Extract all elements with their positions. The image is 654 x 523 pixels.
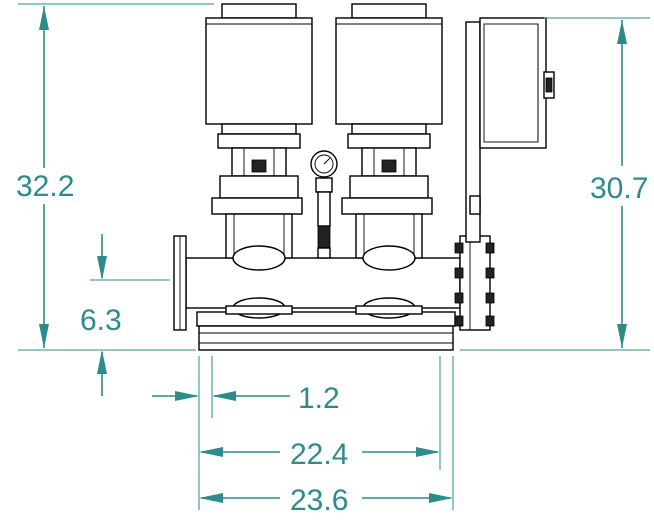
dim-label-overall-height-left: 32.2 — [16, 170, 74, 203]
dim-label-overall-width: 23.6 — [290, 484, 348, 517]
pump-unit-left — [205, 3, 313, 319]
control-panel — [465, 17, 555, 243]
dimension-lines — [18, 3, 650, 510]
manifold-pipe — [173, 235, 495, 331]
pump-unit-right — [335, 3, 443, 319]
dim-label-inlet-height: 6.3 — [80, 304, 122, 337]
dim-label-offset: 1.2 — [298, 382, 340, 415]
dim-label-overall-height-right: 30.7 — [590, 172, 648, 205]
dim-label-base-width: 22.4 — [290, 438, 348, 471]
pump-assembly — [173, 3, 555, 351]
base-frame — [196, 311, 456, 351]
pressure-gauge — [310, 150, 338, 259]
